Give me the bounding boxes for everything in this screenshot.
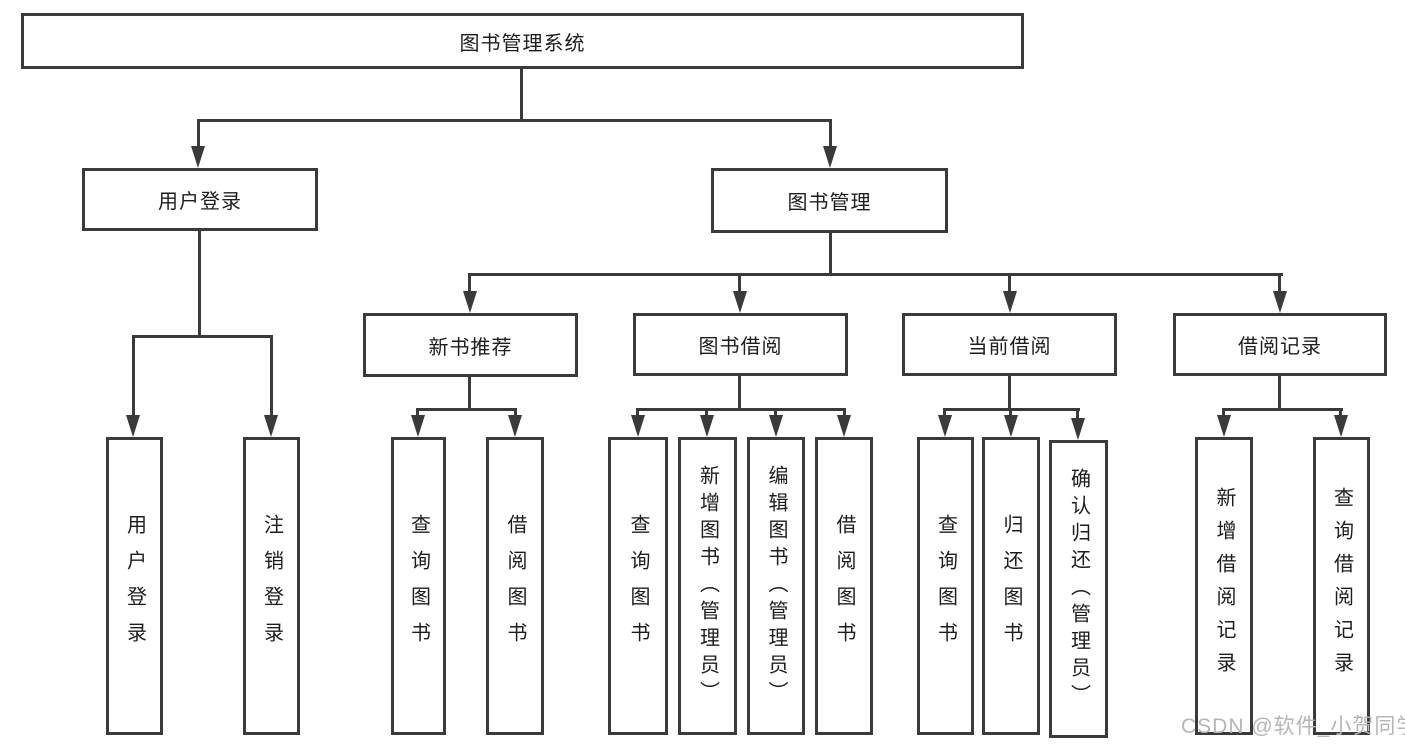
connector-leaf-group-stem <box>1278 376 1281 411</box>
connector-leaf-stem <box>1339 410 1342 418</box>
connector-leaf-group-stem <box>738 376 741 411</box>
node-new-book-recommend: 新书推荐 <box>363 313 578 377</box>
arrow-down-icon <box>823 146 837 168</box>
arrow-down-icon <box>126 415 140 437</box>
node-leaf-query-borrow-record: 查询借阅记录 <box>1313 437 1370 735</box>
node-root: 图书管理系统 <box>21 13 1024 69</box>
connector-level3-rail <box>468 273 1283 276</box>
arrow-down-icon <box>463 291 477 313</box>
node-user-login-branch: 用户登录 <box>82 168 318 231</box>
connector-leaf-stem <box>416 410 419 418</box>
node-leaf-add-book-admin: 新增图书（管理员） <box>678 437 737 735</box>
arrow-down-icon <box>1004 415 1018 437</box>
connector-leaf-group-stem <box>468 377 471 411</box>
arrow-down-icon <box>837 415 851 437</box>
node-leaf-user-login: 用户登录 <box>106 437 163 735</box>
connector-leaf-stem <box>774 410 777 418</box>
arrow-down-icon <box>769 415 783 437</box>
connector-group-stem <box>468 275 471 293</box>
connector-leaf-stem <box>943 410 946 418</box>
node-leaf-return-book: 归还图书 <box>982 437 1040 735</box>
connector-leaf-stem <box>843 410 846 418</box>
arrow-down-icon <box>1071 418 1085 440</box>
connector-user-branch-stem <box>198 231 201 338</box>
connector-leaf-stem <box>1076 410 1079 420</box>
arrow-down-icon <box>1334 415 1348 437</box>
connector-leaf-rail <box>1222 408 1343 411</box>
arrow-down-icon <box>411 415 425 437</box>
arrow-down-icon <box>733 291 747 313</box>
connector-leaf-rail <box>416 408 517 411</box>
arrow-down-icon <box>1003 291 1017 313</box>
connector-group-stem <box>738 275 741 293</box>
connector-user-branch-rail <box>132 335 273 338</box>
connector-leaf-stem <box>514 410 517 418</box>
connector-leaf-stem <box>270 337 273 419</box>
connector-book-branch-stem <box>829 233 832 276</box>
connector-leaf-group-stem <box>1008 376 1011 411</box>
connector-group-stem <box>1278 275 1281 293</box>
connector-leaf-rail <box>636 408 846 411</box>
node-book-borrow: 图书借阅 <box>633 313 848 376</box>
node-leaf-edit-book-admin: 编辑图书（管理员） <box>747 437 805 735</box>
connector-group-stem <box>1008 275 1011 293</box>
arrow-down-icon <box>264 415 278 437</box>
connector-leaf-stem <box>132 337 135 419</box>
connector-leaf-stem <box>1222 410 1225 418</box>
connector-leaf-rail <box>943 408 1080 411</box>
arrow-down-icon <box>191 146 205 168</box>
node-leaf-query-books: 查询图书 <box>917 437 974 735</box>
node-book-management-branch: 图书管理 <box>711 168 948 233</box>
node-leaf-borrow-books: 借阅图书 <box>815 437 873 735</box>
csdn-watermark: CSDN @软件_小贺同学 <box>1181 715 1405 738</box>
connector-user-login-stem <box>197 121 200 149</box>
node-leaf-confirm-return-admin: 确认归还（管理员） <box>1049 440 1108 738</box>
connector-level2-rail <box>197 119 832 122</box>
connector-leaf-stem <box>705 410 708 418</box>
node-borrow-records: 借阅记录 <box>1173 313 1387 376</box>
arrow-down-icon <box>631 415 645 437</box>
connector-book-mgmt-stem <box>829 121 832 149</box>
arrow-down-icon <box>1217 415 1231 437</box>
node-leaf-logout: 注销登录 <box>243 437 300 735</box>
node-leaf-add-borrow-record: 新增借阅记录 <box>1195 437 1253 735</box>
node-leaf-borrow-books: 借阅图书 <box>486 437 544 735</box>
connector-leaf-stem <box>1009 410 1012 418</box>
arrow-down-icon <box>700 415 714 437</box>
arrow-down-icon <box>508 415 522 437</box>
arrow-down-icon <box>1273 291 1287 313</box>
node-leaf-query-books: 查询图书 <box>608 437 668 735</box>
node-leaf-query-books: 查询图书 <box>391 437 446 735</box>
node-current-borrow: 当前借阅 <box>902 313 1117 376</box>
connector-leaf-stem <box>636 410 639 418</box>
arrow-down-icon <box>938 415 952 437</box>
connector-root-stem <box>520 69 523 122</box>
